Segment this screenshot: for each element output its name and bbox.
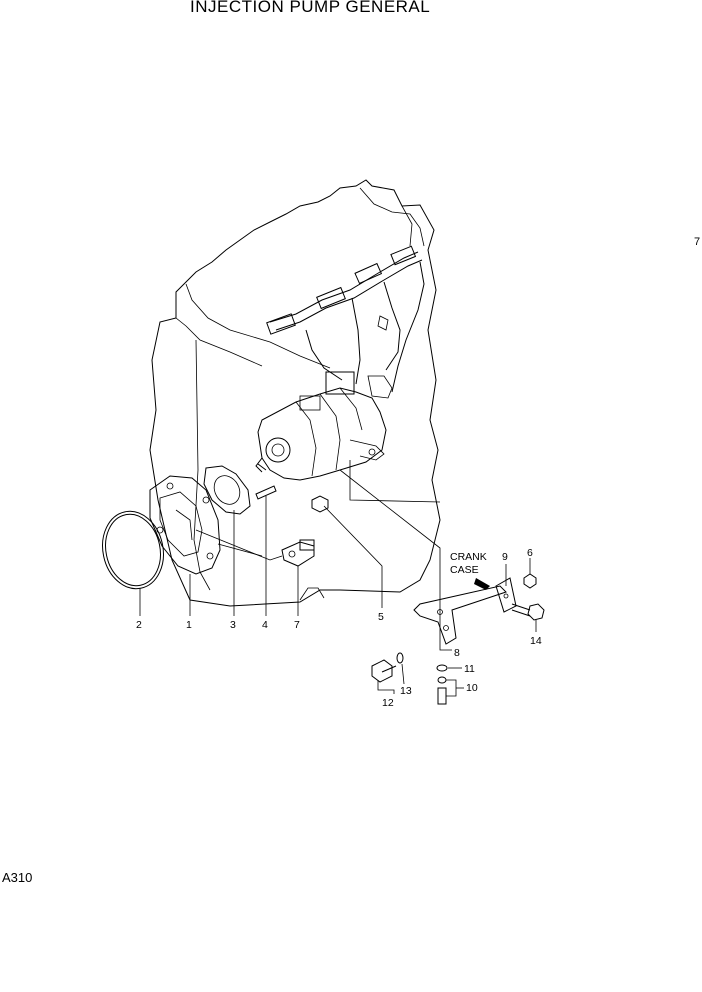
page-title: INJECTION PUMP GENERAL [190,0,431,16]
nut-part [311,495,329,513]
crank-case-label-line1: CRANK [450,551,487,563]
callout-10: 10 [466,682,478,694]
callout-8: 8 [454,647,460,659]
injection-pump [255,371,393,481]
leader-lines [139,460,537,697]
callout-5: 5 [378,611,384,623]
callout-14: 14 [530,635,542,647]
bolt-14-part [511,603,545,621]
nut-6-part [523,573,537,589]
engine-block-outline [149,179,441,607]
crank-case-arrow-icon [474,578,490,590]
stud-part [255,485,277,500]
bracket-part [281,539,315,567]
callout-13: 13 [400,685,412,697]
pump-flange-part [149,475,221,575]
gasket-part [203,465,251,515]
injection-pipes [266,245,425,393]
bolt-12-part [371,659,397,683]
bolt-10-part [437,676,447,705]
o-ring-part [102,510,164,590]
washer-13-part [396,652,404,664]
callout-2: 2 [136,619,142,631]
callout-1: 1 [186,619,192,631]
callout-4: 4 [262,619,268,631]
callout-11: 11 [464,663,475,675]
callout-9: 9 [502,551,508,563]
page-reference: 7 [694,236,701,248]
washer-11-part [436,664,448,672]
callout-7: 7 [294,619,300,631]
crank-case-label-line2: CASE [450,564,479,576]
diagram-code: A310 [2,870,33,885]
plate-9-part [495,577,517,613]
callout-6: 6 [527,547,533,559]
callout-3: 3 [230,619,236,631]
bracket-8-part [413,585,507,645]
callout-12: 12 [382,697,394,709]
